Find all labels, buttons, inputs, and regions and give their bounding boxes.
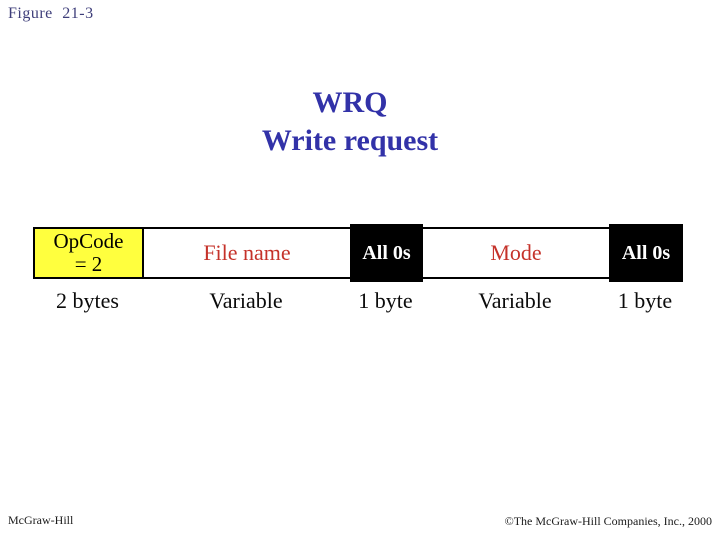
field-all-0s-1: All 0s <box>350 224 423 282</box>
field-file-name: File name <box>142 227 352 279</box>
field-file-name-label: File name <box>203 240 291 265</box>
field-size-row: 2 bytes Variable 1 byte Variable 1 byte <box>33 288 683 314</box>
packet-field-row: OpCode = 2 File name All 0s Mode All 0s <box>33 224 683 282</box>
size-label-mode: Variable <box>478 288 552 313</box>
field-all-0s-2-label: All 0s <box>621 241 671 264</box>
field-mode: Mode <box>421 227 611 279</box>
packet-format-diagram: OpCode = 2 File name All 0s Mode All 0s … <box>33 224 683 314</box>
publisher-label: McGraw-Hill <box>8 513 74 527</box>
size-label-all-0s-1: 1 byte <box>358 288 413 313</box>
size-label-file-name: Variable <box>209 288 283 313</box>
slide-title: WRQ Write request <box>0 84 700 160</box>
copyright-label: ©The McGraw-Hill Companies, Inc., 2000 <box>504 514 712 528</box>
field-mode-label: Mode <box>490 240 542 265</box>
slide-title-line1: WRQ <box>312 86 388 119</box>
field-all-0s-2: All 0s <box>609 224 683 282</box>
figure-number-label: Figure 21-3 <box>8 5 94 22</box>
field-opcode-line2: = 2 <box>74 252 103 276</box>
size-label-all-0s-2: 1 byte <box>617 288 673 313</box>
field-all-0s-1-label: All 0s <box>362 241 411 264</box>
field-opcode-line1: OpCode <box>53 229 124 253</box>
slide-title-line2: Write request <box>261 124 439 157</box>
field-opcode: OpCode = 2 <box>33 227 144 279</box>
size-label-opcode: 2 bytes <box>56 288 119 313</box>
